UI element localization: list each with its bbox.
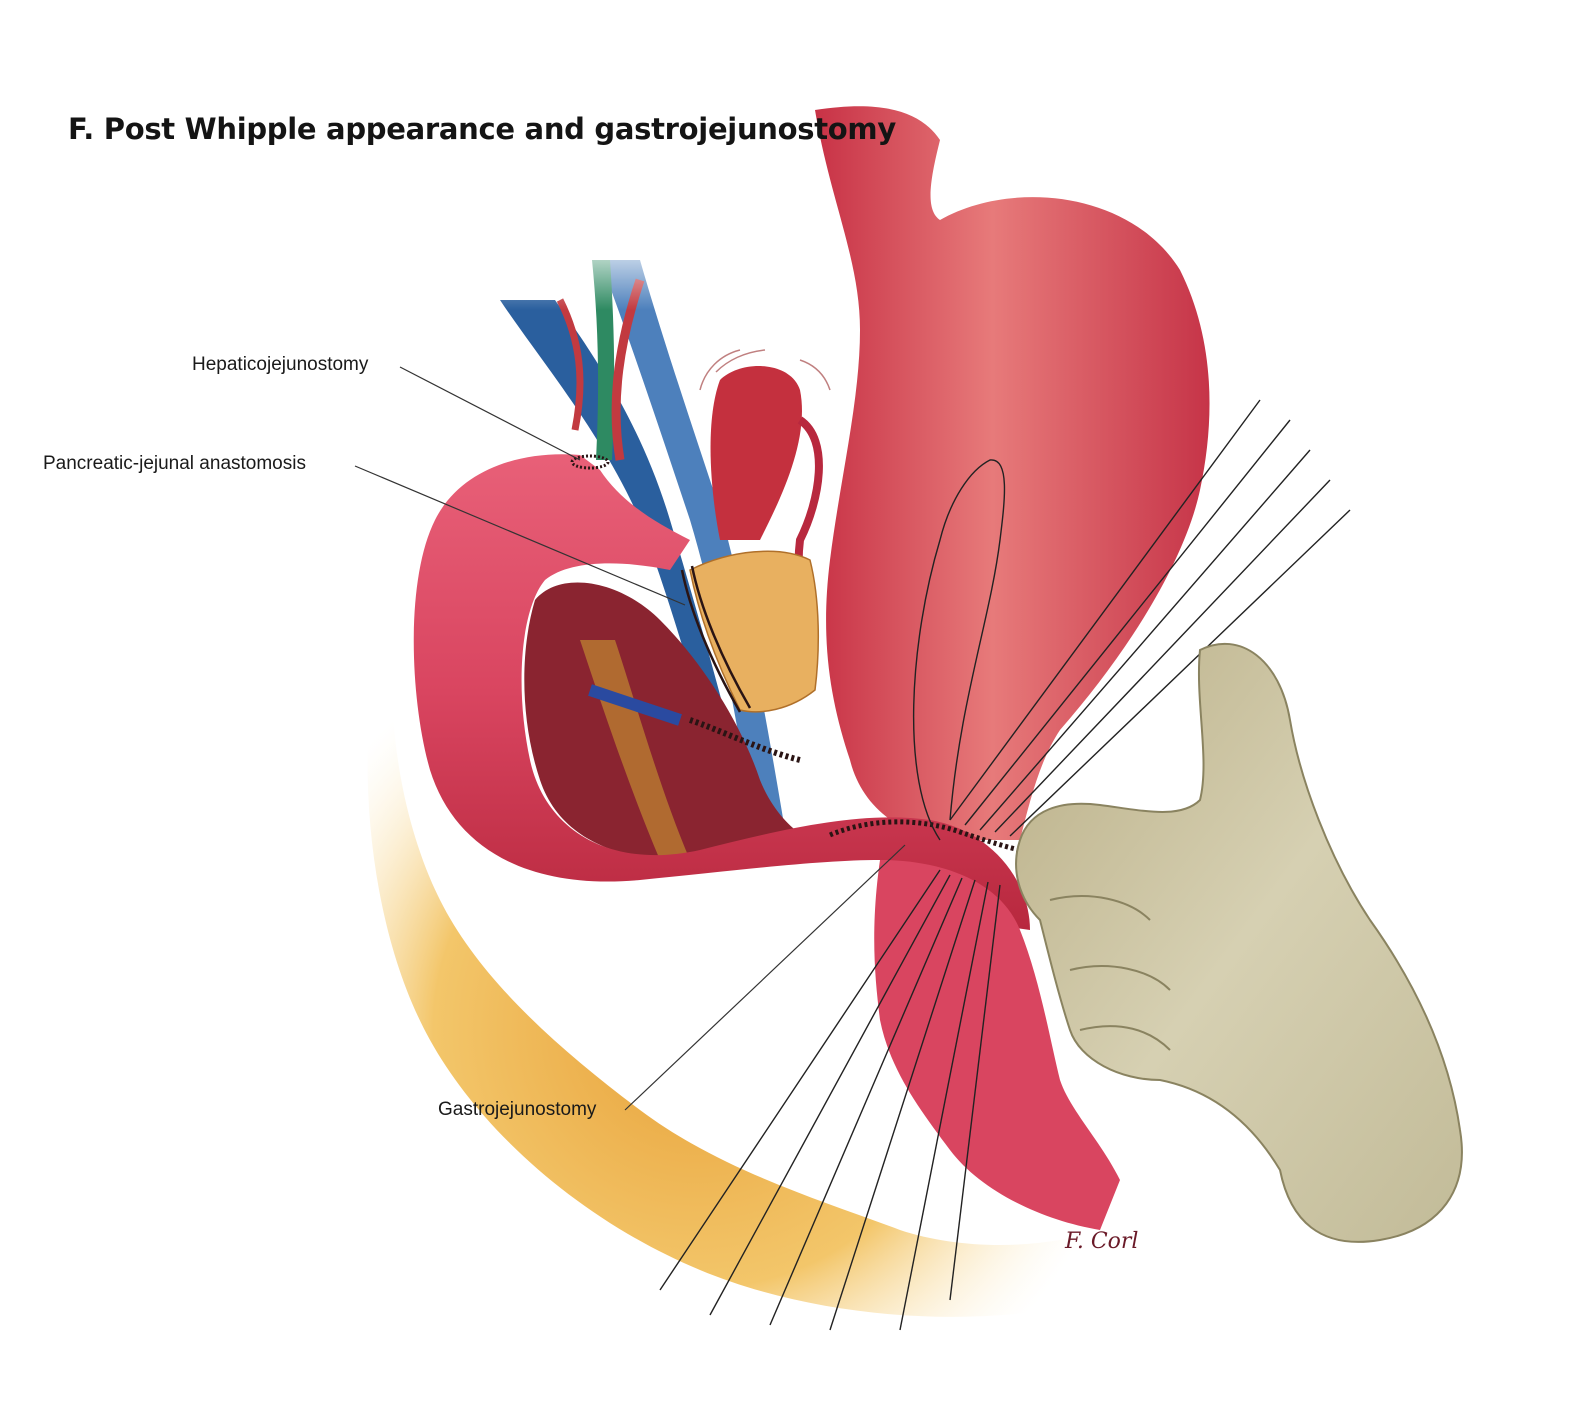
aorta bbox=[710, 366, 802, 540]
leader-lines bbox=[354, 366, 906, 1111]
vessel-fade bbox=[480, 230, 700, 310]
artist-signature: F. Corl bbox=[1064, 1229, 1138, 1254]
pancreas-remnant bbox=[689, 550, 820, 713]
smv-vein bbox=[588, 684, 682, 726]
sutures-lower bbox=[659, 869, 1001, 1331]
label-hepaticojejunostomy: Hepaticojejunostomy bbox=[192, 354, 369, 375]
gj-suture-line bbox=[829, 819, 1021, 853]
label-gastrojejunostomy: Gastrojejunostomy bbox=[438, 1099, 597, 1120]
figure-title: F. Post Whipple appearance and gastrojej… bbox=[68, 112, 896, 146]
pj-sutures bbox=[680, 565, 752, 713]
label-pancreatic-jejunal-anastomosis: Pancreatic-jejunal anastomosis bbox=[43, 453, 306, 474]
jejunal-limb bbox=[874, 860, 1120, 1230]
hj-sutures bbox=[570, 454, 610, 470]
glove-finger-crease bbox=[1049, 895, 1171, 1051]
pj-suture-row bbox=[689, 717, 801, 763]
omentum-fat bbox=[367, 600, 1100, 1317]
gloved-hand bbox=[1015, 642, 1463, 1243]
artery-branch bbox=[556, 298, 584, 431]
stomach bbox=[815, 106, 1210, 840]
arc-lines bbox=[699, 349, 831, 391]
sutures-upper bbox=[912, 399, 1351, 841]
